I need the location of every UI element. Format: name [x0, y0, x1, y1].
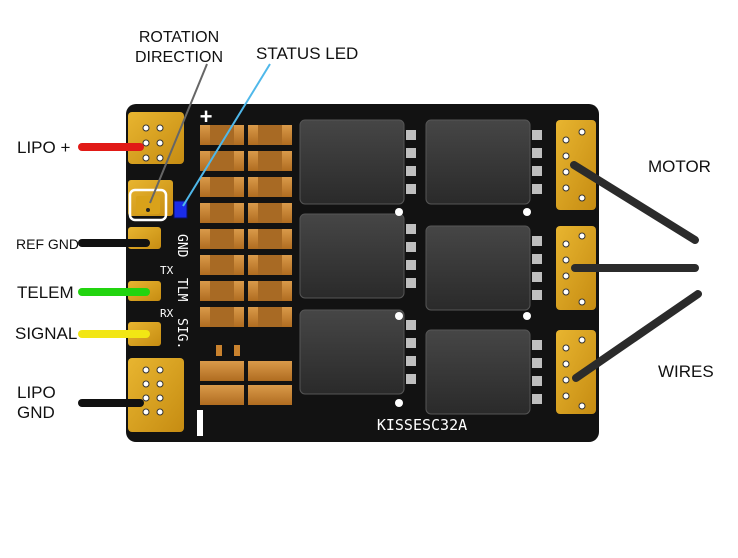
wires-label: WIRES: [658, 362, 714, 381]
status-led-label: STATUS LED: [256, 44, 359, 63]
lipo-gnd-line-1: LIPO: [17, 383, 56, 402]
sig-silk-label: SIG.: [174, 318, 189, 349]
left-pad-vias: [142, 124, 164, 416]
motor-wire-c: [572, 290, 702, 382]
mosfet-array: [299, 119, 542, 415]
rx-silk-label: RX: [160, 307, 174, 320]
motor-pad-vias: [562, 128, 586, 410]
mosfet: [299, 119, 405, 205]
model-label: KISSESC32A: [377, 416, 467, 434]
capacitor-array: [200, 125, 292, 405]
motor-wire-a: [570, 161, 699, 244]
rotation-line-1: ROTATION: [138, 29, 220, 46]
tlm-silk-label: TLM: [174, 278, 189, 302]
lipo-plus-label: LIPO +: [17, 138, 71, 157]
mosfet: [425, 119, 531, 205]
tx-silk-label: TX: [160, 264, 174, 277]
capacitor: [248, 361, 292, 381]
left-wires: [78, 143, 150, 407]
minus-marker: [197, 410, 203, 436]
motor-wires: [570, 161, 702, 382]
status-led-pointer: [182, 63, 271, 207]
vertical-pad-labels: GND TLM SIG.: [174, 234, 189, 349]
rotation-direction-label: ROTATION DIRECTION: [135, 28, 223, 68]
board-vias: [395, 208, 531, 407]
gnd-silk-label: GND: [174, 234, 189, 258]
telem-label: TELEM: [17, 283, 74, 302]
rotation-line-2: DIRECTION: [135, 49, 223, 66]
plus-marker: +: [200, 104, 213, 129]
capacitor: [200, 361, 244, 381]
mosfet: [299, 309, 405, 395]
lipo-gnd-label: LIPO GND: [17, 383, 56, 423]
mosfet: [425, 329, 531, 415]
capacitor: [248, 385, 292, 405]
rotation-direction-jumper: [128, 188, 168, 222]
rotation-pointer: [149, 63, 208, 204]
capacitor: [200, 385, 244, 405]
mosfet: [425, 225, 531, 311]
motor-label: MOTOR: [648, 157, 711, 176]
ref-gnd-label: REF GND: [16, 236, 79, 252]
signal-label: SIGNAL: [15, 324, 78, 343]
mosfet: [299, 213, 405, 299]
lipo-gnd-line-2: GND: [17, 403, 55, 422]
